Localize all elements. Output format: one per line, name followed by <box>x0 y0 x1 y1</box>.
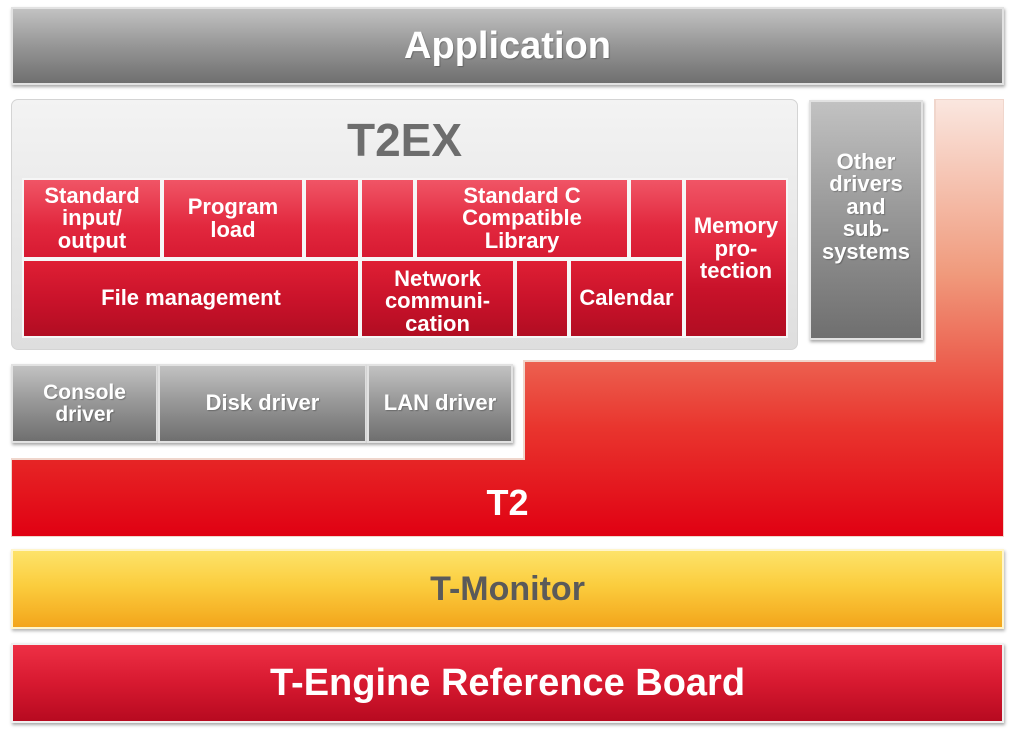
spacer-block-2 <box>360 178 415 259</box>
spacer-block-1 <box>304 178 360 259</box>
spacer-block-4 <box>515 259 569 338</box>
lan-driver: LAN driver <box>367 364 513 443</box>
calendar-module: Calendar <box>569 259 684 338</box>
standard-io-module: Standard input/ output <box>22 178 162 259</box>
console-driver: Console driver <box>11 364 158 443</box>
program-load-module: Program load <box>162 178 304 259</box>
spacer-block-3 <box>629 178 684 259</box>
t2-layer <box>11 99 1004 537</box>
memory-protection-module: Memory pro- tection <box>684 178 788 338</box>
other-drivers-subsystems: Other drivers and sub- systems <box>809 100 923 340</box>
t2ex-title: T2EX <box>346 114 463 166</box>
standard-c-library-module: Standard C Compatible Library <box>415 178 629 259</box>
t-engine-reference-board-layer: T-Engine Reference Board <box>11 643 1004 723</box>
t2-label: T2 <box>486 482 529 523</box>
file-management-module: File management <box>22 259 360 338</box>
disk-driver: Disk driver <box>158 364 367 443</box>
network-communication-module: Network communi- cation <box>360 259 515 338</box>
application-layer: Application <box>11 7 1004 85</box>
t-monitor-layer: T-Monitor <box>11 549 1004 629</box>
